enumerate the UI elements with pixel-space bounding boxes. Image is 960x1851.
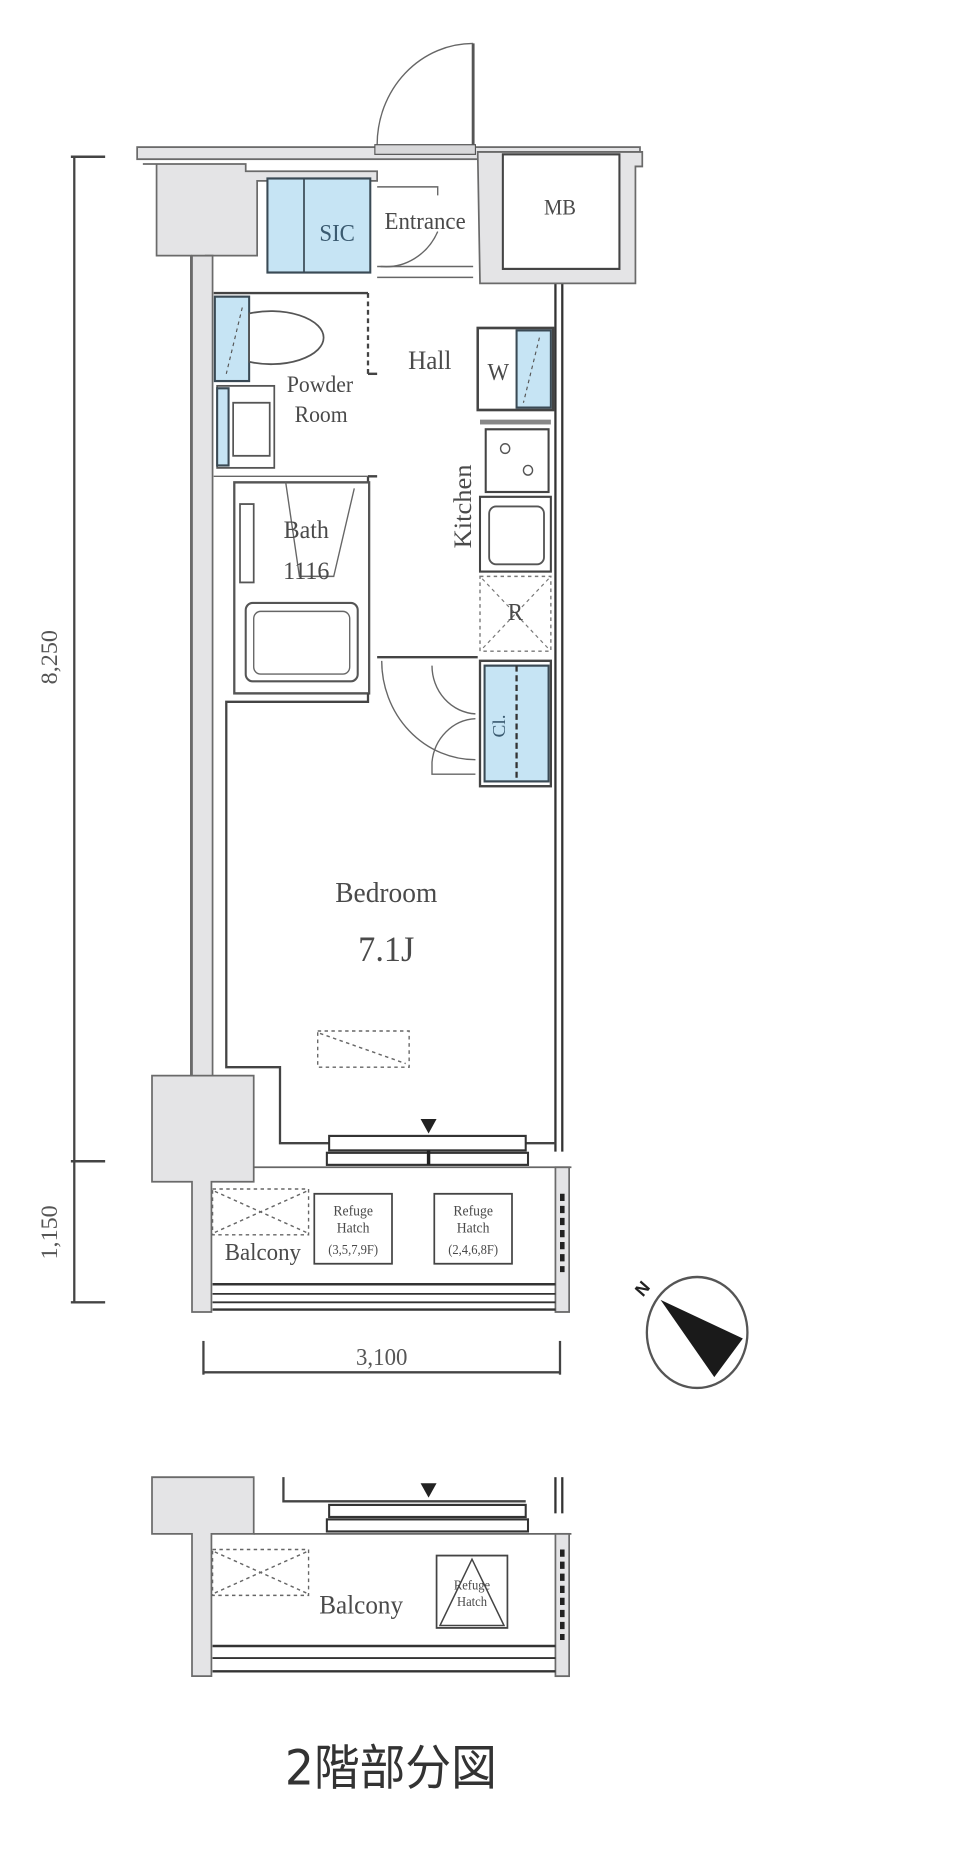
refuge-hatch-even: Refuge Hatch (2,4,6,8F)	[433, 1192, 513, 1265]
hatch-label: Hatch	[337, 1220, 370, 1236]
label-kitchen: Kitchen	[448, 464, 476, 548]
caption-second-floor-partial: 2階部分図	[285, 1741, 497, 1797]
label-powder-room-2: Room	[295, 402, 348, 428]
dimension-3100: 3,100	[356, 1345, 407, 1372]
hatch-floors: (3,5,7,9F)	[328, 1242, 378, 1257]
hatch-label: Refuge	[333, 1203, 373, 1219]
entrance-door	[374, 42, 476, 279]
hatch-label: Hatch	[457, 1594, 488, 1609]
bathroom: Bath 1116	[233, 481, 371, 695]
hatch-floors: (2,4,6,8F)	[448, 1242, 498, 1257]
label-2f-balcony: Balcony	[319, 1590, 403, 1620]
powder-room: Powder Room	[213, 291, 378, 531]
label-washer: W	[488, 359, 510, 386]
hatch-label: Hatch	[457, 1220, 490, 1236]
sic-closet: SIC	[266, 177, 372, 274]
balcony: Balcony Refuge Hatch (3,5,7,9F) Refuge H…	[211, 1166, 572, 1313]
kitchen: W R Kitchen	[448, 326, 555, 652]
label-hall: Hall	[408, 345, 451, 375]
closet: Cl.	[377, 655, 552, 788]
compass-north-label: N	[631, 1277, 654, 1300]
dimension-8250: 8,250	[38, 630, 63, 684]
label-bath-size: 1116	[283, 557, 329, 585]
refuge-hatch-odd: Refuge Hatch (3,5,7,9F)	[313, 1192, 393, 1265]
label-closet: Cl.	[490, 714, 510, 737]
label-bath: Bath	[284, 516, 329, 544]
hatch-label: Refuge	[453, 1203, 493, 1219]
dimension-1150: 1,150	[38, 1205, 63, 1259]
label-bedroom-size: 7.1J	[358, 929, 414, 969]
dimension-width: 3,100	[202, 1340, 562, 1375]
north-compass-icon: N	[631, 1275, 749, 1390]
hatch-label: Refuge	[454, 1577, 491, 1592]
second-floor-partial-plan: Balcony Refuge Hatch	[151, 1476, 572, 1678]
label-bedroom: Bedroom	[335, 877, 437, 909]
label-entrance: Entrance	[385, 209, 466, 236]
label-refrigerator: R	[508, 599, 524, 626]
label-balcony: Balcony	[225, 1240, 301, 1267]
outer-walls	[136, 146, 644, 1313]
label-powder-room-1: Powder	[287, 371, 354, 397]
label-mb: MB	[544, 195, 576, 220]
dimension-depth: 8,250 1,150	[38, 155, 106, 1304]
bedroom: Bedroom 7.1J	[225, 693, 556, 1166]
label-sic: SIC	[319, 221, 355, 248]
